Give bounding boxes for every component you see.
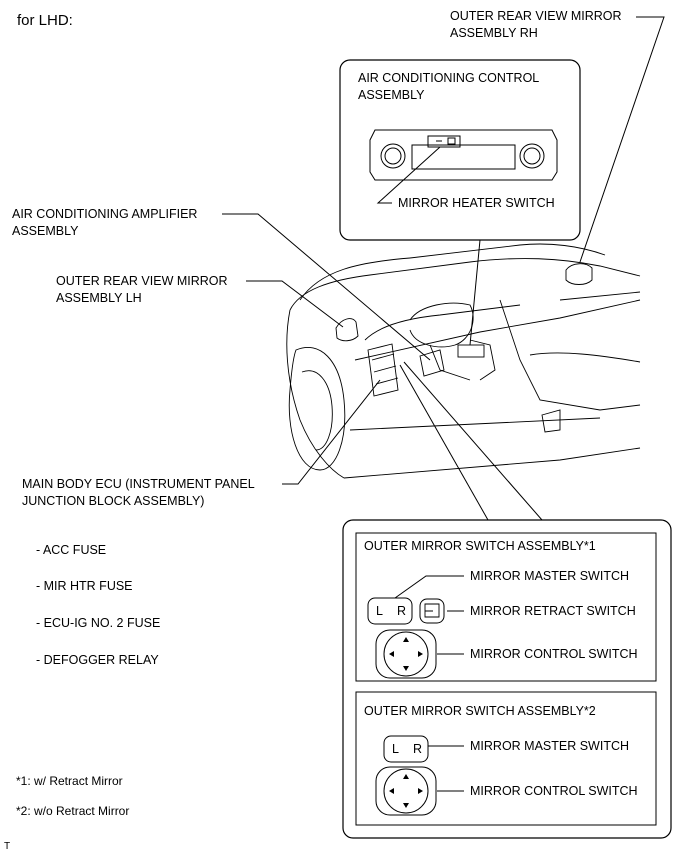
mirror-rh-label-line2: ASSEMBLY RH (450, 26, 538, 40)
mirror-heater-switch-label: MIRROR HEATER SWITCH (398, 196, 555, 210)
master-switch-left-letter: L (392, 742, 399, 756)
footnote-1: *1: w/ Retract Mirror (16, 774, 123, 788)
fuse-list-item: - ACC FUSE (36, 543, 107, 557)
main-body-ecu-label-line1: MAIN BODY ECU (INSTRUMENT PANEL (22, 477, 255, 491)
mirror-lh-label-line1: OUTER REAR VIEW MIRROR (56, 274, 228, 288)
variant-label: for LHD: (17, 12, 73, 29)
mirror-control-switch-1 (375, 629, 437, 679)
mirror-master-switch-lr-1 (367, 597, 413, 625)
master-switch-right-letter: R (413, 742, 423, 756)
ac-control-panel-icon (369, 129, 558, 181)
fuse-list-item: - MIR HTR FUSE (36, 579, 133, 593)
car-interior-illustration (286, 243, 641, 479)
mirror-master-switch-lr-2 (383, 735, 429, 763)
switch-box-1-frame (355, 532, 657, 682)
fuse-list-item: - ECU-IG NO. 2 FUSE (36, 616, 161, 630)
mirror-master-switch-label: MIRROR MASTER SWITCH (470, 739, 630, 753)
master-switch-right-letter: R (397, 604, 407, 618)
mirror-control-switch-label: MIRROR CONTROL SWITCH (470, 784, 638, 798)
mirror-control-switch-label: MIRROR CONTROL SWITCH (470, 647, 638, 661)
mirror-rh-label-line1: OUTER REAR VIEW MIRROR (450, 9, 622, 23)
corner-mark: T (4, 841, 11, 852)
mirror-master-switch-label: MIRROR MASTER SWITCH (470, 569, 630, 583)
ac-amplifier-label-line1: AIR CONDITIONING AMPLIFIER (12, 207, 198, 221)
switch-box-1-title: OUTER MIRROR SWITCH ASSEMBLY*1 (364, 539, 596, 553)
mirror-control-switch-2 (375, 766, 437, 816)
mirror-retract-switch-icon (419, 598, 445, 624)
switch-box-2-title: OUTER MIRROR SWITCH ASSEMBLY*2 (364, 704, 596, 718)
switch-callout-outer (342, 519, 672, 839)
switch-box-2-frame (355, 691, 657, 826)
main-body-ecu-label-line2: JUNCTION BLOCK ASSEMBLY) (22, 494, 205, 508)
ac-control-callout-box (339, 59, 581, 241)
mirror-retract-switch-label: MIRROR RETRACT SWITCH (470, 604, 636, 618)
ac-control-label-line1: AIR CONDITIONING CONTROL (358, 71, 540, 85)
mirror-lh-label-line2: ASSEMBLY LH (56, 291, 142, 305)
footnote-2: *2: w/o Retract Mirror (16, 804, 130, 818)
ac-amplifier-label-line2: ASSEMBLY (12, 224, 79, 238)
ac-control-label-line2: ASSEMBLY (358, 88, 425, 102)
fuse-list-item: - DEFOGGER RELAY (36, 653, 159, 667)
master-switch-left-letter: L (376, 604, 383, 618)
